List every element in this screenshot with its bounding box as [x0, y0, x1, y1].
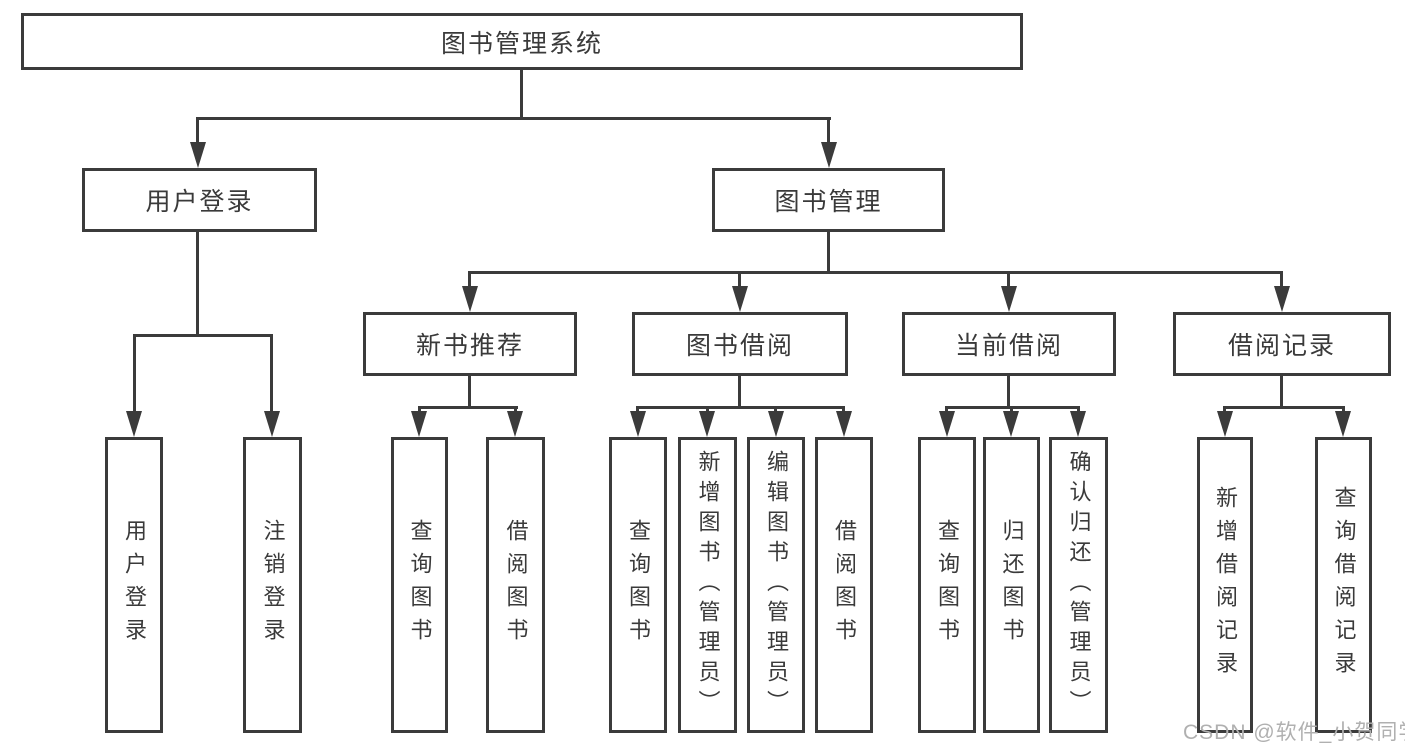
connector-line: [827, 117, 830, 144]
node-label: 图书借阅: [685, 332, 794, 360]
arrow-down-icon: [411, 411, 427, 437]
connector-line: [133, 334, 136, 414]
node-label: 归还图书: [999, 519, 1025, 651]
connector-line: [133, 334, 273, 337]
node-label: 用户登录: [145, 188, 254, 216]
connector-line: [1223, 406, 1345, 409]
node-borrowing-records: 借阅记录: [1173, 312, 1391, 376]
arrow-down-icon: [732, 286, 748, 312]
connector-line: [468, 271, 471, 289]
node-current-borrowing: 当前借阅: [902, 312, 1116, 376]
node-label: 借阅图书: [832, 519, 857, 651]
leaf-confirm-return-admin: 确认归还（管理员）: [1049, 437, 1108, 733]
arrow-down-icon: [1335, 411, 1351, 437]
arrow-down-icon: [1274, 286, 1290, 312]
connector-line: [1280, 271, 1283, 289]
node-label: 查询图书: [407, 519, 433, 651]
leaf-edit-books-admin: 编辑图书（管理员）: [747, 437, 805, 733]
arrow-down-icon: [836, 411, 852, 437]
node-label: 查询图书: [935, 519, 960, 651]
connector-line: [1342, 406, 1345, 414]
arrow-down-icon: [939, 411, 955, 437]
connector-line: [774, 406, 777, 414]
arrow-down-icon: [1217, 411, 1233, 437]
arrow-down-icon: [126, 411, 142, 437]
leaf-query-books-borrowing: 查询图书: [609, 437, 667, 733]
node-label: 图书管理: [774, 188, 883, 216]
connector-line: [418, 406, 421, 414]
leaf-return-books: 归还图书: [983, 437, 1040, 733]
node-label: 图书管理系统: [440, 29, 603, 58]
arrow-down-icon: [190, 142, 206, 168]
node-label: 新增图书（管理员）: [695, 450, 721, 720]
arrow-down-icon: [699, 411, 715, 437]
connector-line: [520, 70, 523, 120]
connector-line: [1007, 271, 1010, 289]
arrow-down-icon: [1070, 411, 1086, 437]
leaf-query-books-current: 查询图书: [918, 437, 976, 733]
connector-line: [514, 406, 517, 414]
connector-line: [1007, 376, 1010, 408]
leaf-borrow-books-recommend: 借阅图书: [486, 437, 545, 733]
leaf-query-books-recommend: 查询图书: [391, 437, 448, 733]
arrow-down-icon: [264, 411, 280, 437]
leaf-borrow-books-borrowing: 借阅图书: [815, 437, 873, 733]
node-label: 编辑图书（管理员）: [764, 450, 789, 720]
connector-line: [270, 334, 273, 414]
connector-line: [1280, 376, 1283, 408]
node-label: 新书推荐: [415, 332, 524, 360]
connector-line: [468, 271, 1283, 274]
connector-line: [1010, 406, 1013, 414]
node-label: 查询图书: [626, 519, 651, 651]
connector-line: [945, 406, 948, 414]
node-label: 注销登录: [260, 519, 286, 651]
node-label: 确认归还（管理员）: [1066, 450, 1092, 720]
arrow-down-icon: [462, 286, 478, 312]
connector-line: [636, 406, 845, 409]
connector-line: [196, 117, 199, 144]
connector-line: [636, 406, 639, 414]
leaf-logout: 注销登录: [243, 437, 302, 733]
node-new-book-recommendation: 新书推荐: [363, 312, 577, 376]
connector-line: [196, 117, 831, 120]
leaf-user-login: 用户登录: [105, 437, 163, 733]
arrow-down-icon: [630, 411, 646, 437]
arrow-down-icon: [1001, 286, 1017, 312]
node-book-borrowing: 图书借阅: [632, 312, 848, 376]
connector-line: [738, 376, 741, 408]
node-label: 借阅记录: [1227, 332, 1336, 360]
node-label: 新增借阅记录: [1213, 486, 1238, 684]
arrow-down-icon: [768, 411, 784, 437]
node-label: 查询借阅记录: [1331, 486, 1357, 684]
connector-line: [418, 406, 518, 409]
connector-line: [196, 232, 199, 337]
arrow-down-icon: [507, 411, 523, 437]
node-label: 当前借阅: [954, 332, 1063, 360]
node-label: 用户登录: [122, 519, 147, 651]
leaf-query-borrow-record: 查询借阅记录: [1315, 437, 1372, 733]
connector-line: [706, 406, 709, 414]
node-user-login: 用户登录: [82, 168, 317, 232]
arrow-down-icon: [1003, 411, 1019, 437]
csdn-watermark: CSDN @软件_小贺同学: [1183, 721, 1405, 744]
leaf-add-books-admin: 新增图书（管理员）: [678, 437, 737, 733]
connector-line: [738, 271, 741, 289]
node-label: 借阅图书: [503, 519, 529, 651]
leaf-add-borrow-record: 新增借阅记录: [1197, 437, 1253, 733]
connector-line: [1077, 406, 1080, 414]
arrow-down-icon: [821, 142, 837, 168]
node-library-management-system: 图书管理系统: [21, 13, 1023, 70]
connector-line: [842, 406, 845, 414]
connector-line: [1223, 406, 1226, 414]
connector-line: [468, 376, 471, 408]
node-book-management: 图书管理: [712, 168, 945, 232]
connector-line: [827, 232, 830, 274]
